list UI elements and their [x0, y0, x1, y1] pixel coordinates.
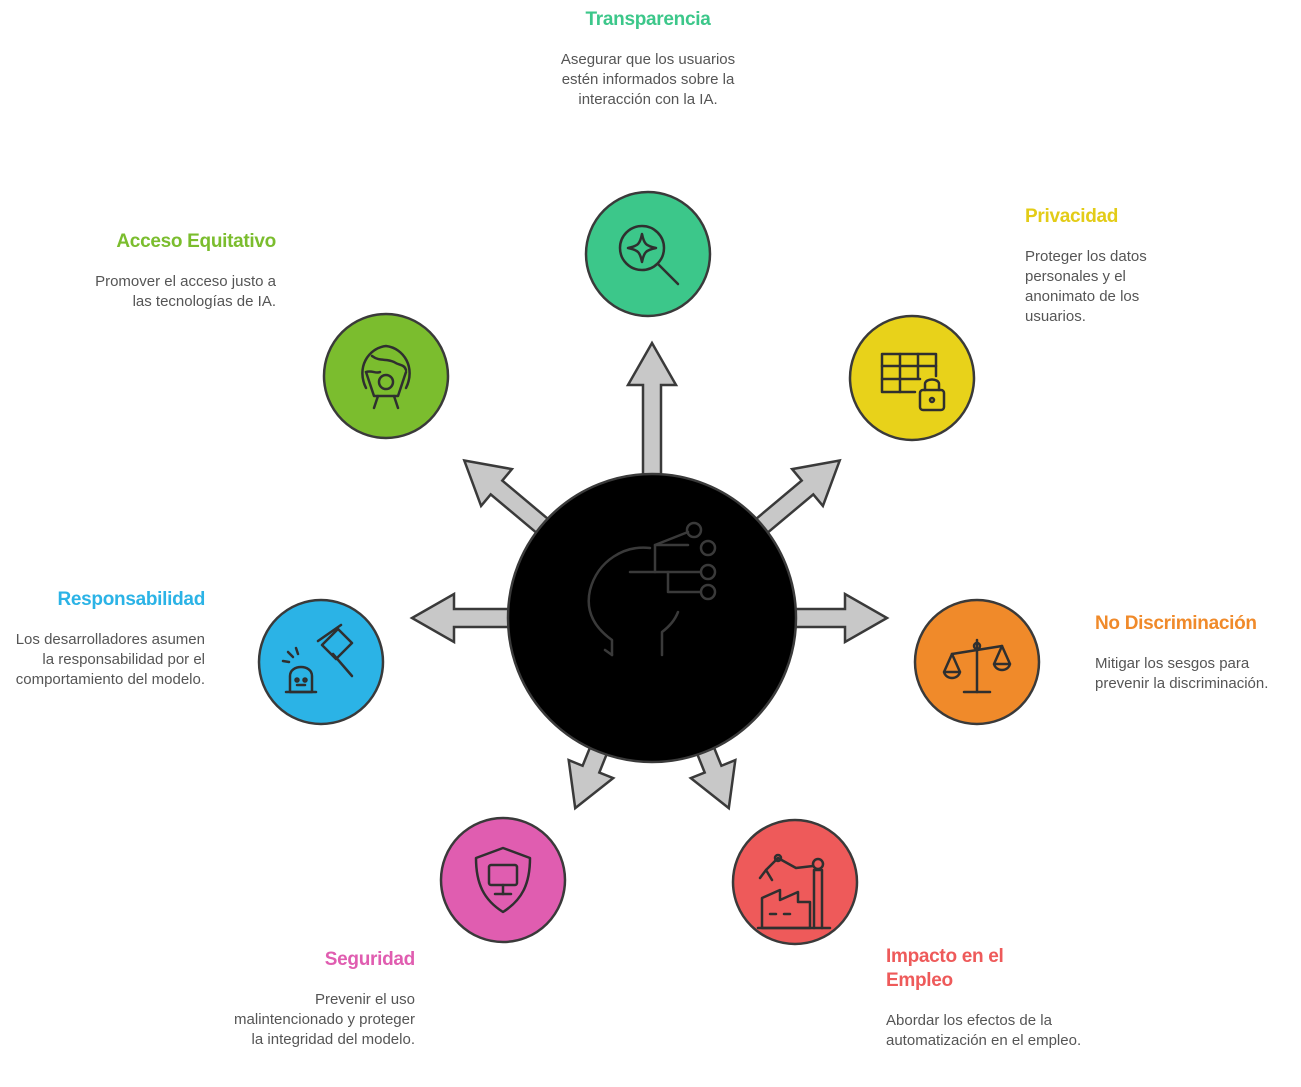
- seguridad-title: Seguridad: [324, 949, 416, 970]
- privacidad-label: Privacidad Proteger los datos personales…: [1025, 205, 1195, 327]
- sparkle-search-icon: [618, 224, 680, 286]
- impacto-title: Impacto en el Empleo: [886, 946, 1004, 991]
- responsabilidad-description: Los desarrolladores asumen la responsabi…: [15, 631, 205, 688]
- table-lock-icon: [880, 352, 946, 412]
- hub-circle: [506, 472, 798, 764]
- no-discriminacion-title: No Discriminación: [1095, 613, 1257, 634]
- transparencia-circle: [584, 190, 712, 318]
- shield-monitor-icon: [474, 846, 532, 914]
- responsabilidad-circle: [257, 598, 385, 726]
- node-no-discriminacion: [913, 598, 1041, 726]
- seguridad-description: Prevenir el uso malintencionado y proteg…: [234, 991, 415, 1048]
- node-impacto: [731, 818, 859, 946]
- node-seguridad: [439, 816, 567, 944]
- privacidad-title: Privacidad: [1025, 206, 1119, 227]
- seguridad-circle: [439, 816, 567, 944]
- no-discriminacion-label: No Discriminación Mitigar los sesgos par…: [1095, 612, 1300, 694]
- no-discriminacion-description: Mitigar los sesgos para prevenir la disc…: [1095, 655, 1269, 692]
- acceso-title: Acceso Equitativo: [116, 231, 276, 252]
- node-acceso: [322, 312, 450, 440]
- gavel-icon: [281, 623, 354, 694]
- transparencia-label: Transparencia Asegurar que los usuarios …: [548, 8, 748, 110]
- impacto-label: Impacto en el Empleo Abordar los efectos…: [886, 945, 1096, 1051]
- acceso-description: Promover el acceso justo a las tecnologí…: [95, 273, 276, 310]
- seguridad-label: Seguridad Prevenir el uso malintencionad…: [215, 948, 415, 1050]
- scales-icon: [942, 638, 1012, 694]
- impacto-circle: [731, 818, 859, 946]
- node-transparencia: [584, 190, 712, 318]
- ai-head-icon: [587, 521, 717, 657]
- responsabilidad-title: Responsabilidad: [57, 589, 205, 610]
- privacidad-description: Proteger los datos personales y el anoni…: [1025, 248, 1147, 325]
- impacto-description: Abordar los efectos de la automatización…: [886, 1012, 1082, 1049]
- factory-robot-arm-icon: [756, 853, 832, 930]
- globe-person-icon: [361, 344, 411, 410]
- node-privacidad: [848, 314, 976, 442]
- transparencia-title: Transparencia: [585, 9, 711, 30]
- responsabilidad-label: Responsabilidad Los desarrolladores asum…: [5, 588, 206, 690]
- acceso-label: Acceso Equitativo Promover el acceso jus…: [76, 230, 276, 312]
- node-responsabilidad: [257, 598, 385, 726]
- transparencia-description: Asegurar que los usuarios estén informad…: [560, 51, 736, 108]
